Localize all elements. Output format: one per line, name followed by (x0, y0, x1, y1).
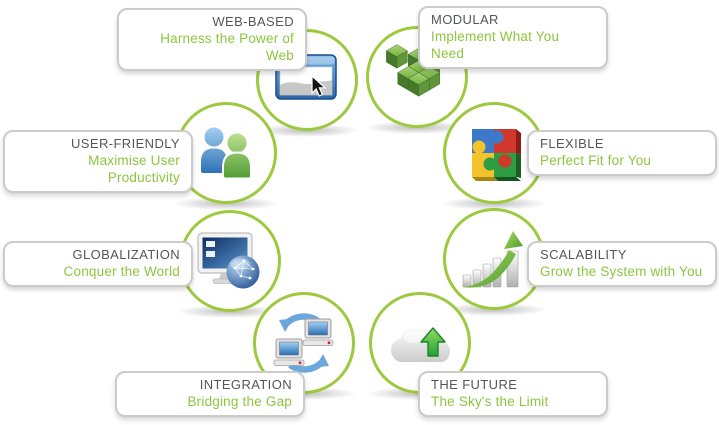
feature-title: GLOBALIZATION (72, 247, 180, 262)
growth-chart-arrow-icon (462, 231, 523, 288)
the-future-label: THE FUTURE The Sky's the Limit (418, 371, 608, 417)
user-friendly-label: USER-FRIENDLY Maximise User Productivity (3, 130, 193, 193)
integration-label: INTEGRATION Bridging the Gap (115, 371, 305, 417)
two-people-icon (201, 127, 252, 180)
modular-label: MODULAR Implement What You Need (418, 6, 608, 69)
feature-subtitle: Perfect Fit for You (540, 153, 652, 168)
globalization-circle (179, 210, 281, 312)
feature-title: USER-FRIENDLY (71, 136, 180, 151)
feature-subtitle: Conquer the World (63, 264, 180, 279)
cloud-upload-icon (391, 325, 450, 362)
feature-subtitle: Harness the Power of Web (160, 31, 294, 63)
sync-computers-icon (273, 313, 334, 373)
feature-subtitle: Grow the System with You (540, 264, 703, 279)
feature-subtitle: Implement What You Need (431, 29, 560, 61)
feature-title: MODULAR (431, 12, 499, 27)
feature-title: INTEGRATION (199, 377, 292, 392)
flexible-label: FLEXIBLE Perfect Fit for You (527, 130, 717, 176)
scalability-label: SCALABILITY Grow the System with You (527, 241, 717, 287)
feature-title: SCALABILITY (540, 247, 627, 262)
feature-title: FLEXIBLE (540, 136, 604, 151)
feature-subtitle: Maximise User Productivity (88, 153, 180, 185)
feature-subtitle: Bridging the Gap (187, 394, 292, 409)
globalization-label: GLOBALIZATION Conquer the World (3, 241, 193, 287)
feature-title: WEB-BASED (212, 14, 294, 29)
monitor-globe-icon (197, 232, 260, 289)
web-based-label: WEB-BASED Harness the Power of Web (117, 8, 307, 71)
feature-subtitle: The Sky's the Limit (431, 394, 549, 409)
feature-title: THE FUTURE (431, 377, 518, 392)
puzzle-pieces-icon (472, 129, 521, 181)
web-based-circle (256, 29, 358, 131)
